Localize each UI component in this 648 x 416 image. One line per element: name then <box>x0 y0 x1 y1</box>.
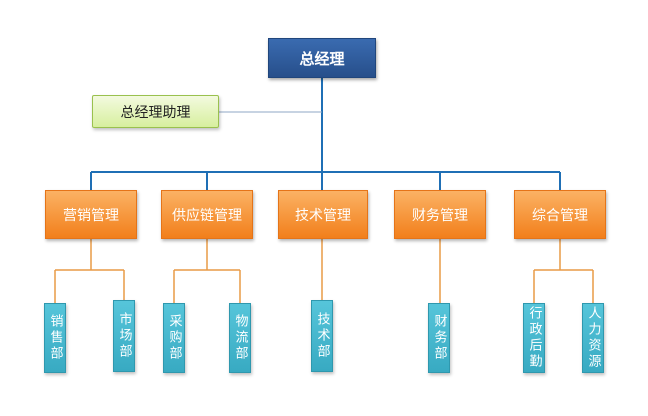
unit-node-admin-logistics: 行政后勤 <box>523 303 545 373</box>
unit-node-finance: 财务部 <box>428 303 450 373</box>
unit-label: 市场部 <box>116 312 132 360</box>
department-node-marketing: 营销管理 <box>45 190 137 239</box>
department-node-finance: 财务管理 <box>394 190 486 239</box>
unit-label: 物流部 <box>232 314 248 362</box>
ceo-node: 总经理 <box>268 38 376 78</box>
unit-label: 人力资源 <box>585 306 601 370</box>
unit-node-purchasing: 采购部 <box>163 303 185 373</box>
unit-label: 行政后勤 <box>526 306 542 370</box>
assistant-label: 总经理助理 <box>120 104 191 121</box>
unit-node-sales: 销售部 <box>44 303 66 373</box>
department-label: 技术管理 <box>295 207 351 224</box>
assistant-node: 总经理助理 <box>92 95 219 128</box>
department-label: 供应链管理 <box>172 207 242 224</box>
unit-node-market: 市场部 <box>113 300 135 372</box>
unit-label: 采购部 <box>166 314 182 362</box>
department-node-general: 综合管理 <box>514 190 606 239</box>
department-node-supply-chain: 供应链管理 <box>161 190 253 239</box>
unit-label: 财务部 <box>431 314 447 362</box>
department-label: 营销管理 <box>63 207 119 224</box>
department-label: 综合管理 <box>532 207 588 224</box>
department-node-technology: 技术管理 <box>278 190 368 239</box>
unit-label: 技术部 <box>314 312 330 360</box>
department-label: 财务管理 <box>412 207 468 224</box>
unit-label: 销售部 <box>47 314 63 362</box>
ceo-label: 总经理 <box>299 49 345 68</box>
unit-node-hr: 人力资源 <box>582 303 604 373</box>
unit-node-tech: 技术部 <box>311 300 333 372</box>
unit-node-logistics: 物流部 <box>229 303 251 373</box>
